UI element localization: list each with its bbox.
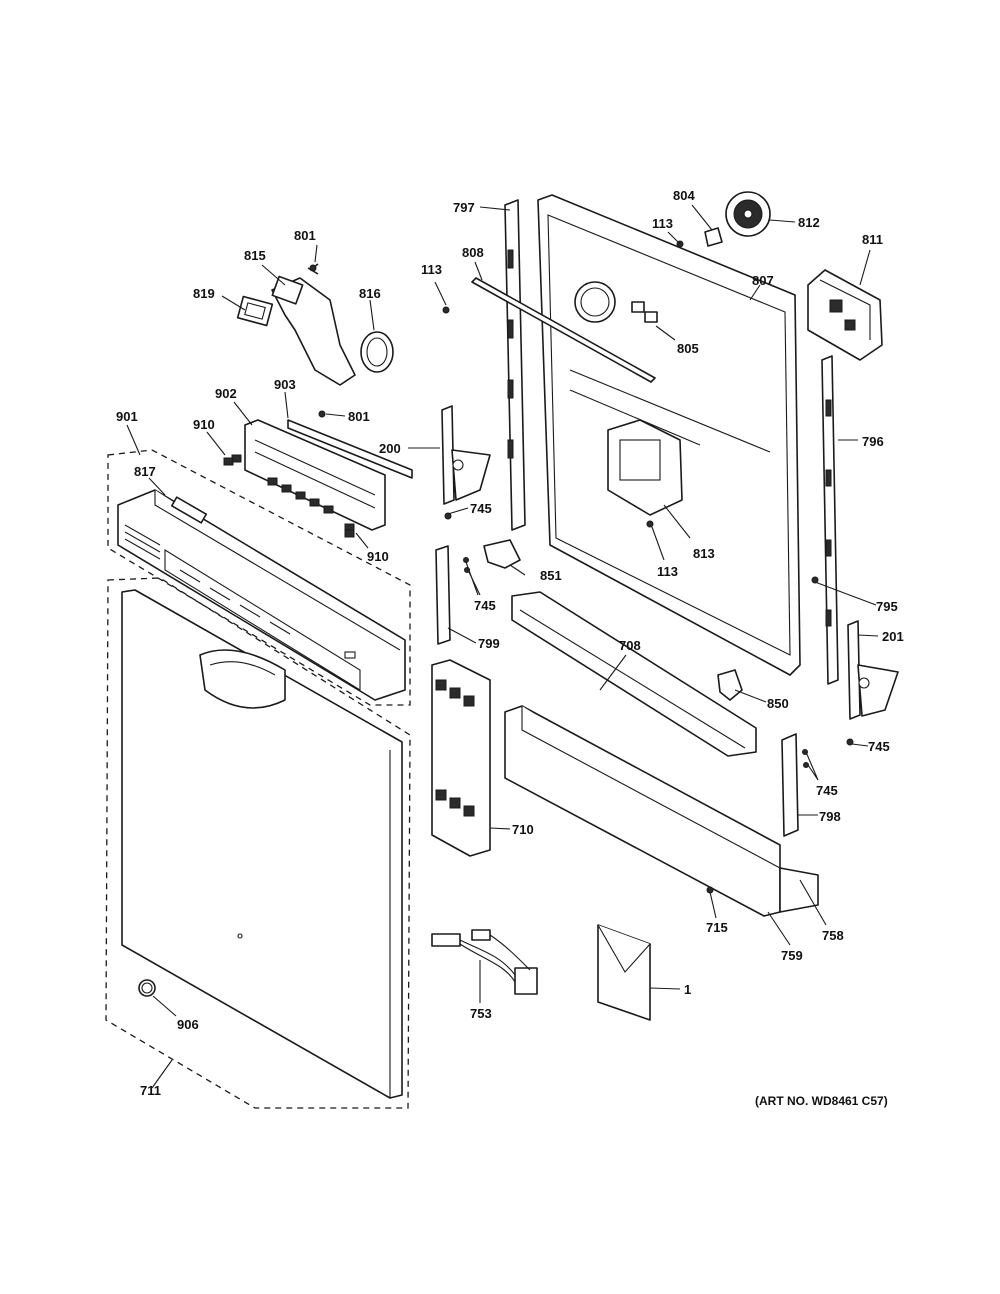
callout-745: 745 [868, 739, 890, 754]
callout-817: 817 [134, 464, 156, 479]
callout-796: 796 [862, 434, 884, 449]
callout-113: 113 [421, 262, 442, 277]
vent-rod [471, 277, 656, 383]
door-support-bar [511, 591, 757, 757]
outer-door-panel [121, 589, 403, 1099]
callout-816: 816 [359, 286, 381, 301]
callout-808: 808 [462, 245, 484, 260]
callout-leader-lines [126, 204, 879, 1089]
callout-711: 711 [140, 1083, 161, 1098]
toe-panel-insulation [779, 867, 819, 913]
callout-labels: 797 804 812 113 811 801 815 113 808 807 … [116, 188, 904, 1098]
control-panel-group-outline [107, 449, 411, 706]
callout-201: 201 [882, 629, 904, 644]
callout-813: 813 [693, 546, 715, 561]
door-insulation-block [431, 659, 491, 857]
callout-708: 708 [619, 638, 641, 653]
left-door-rail [504, 199, 526, 531]
door-latch-strike [483, 539, 521, 569]
left-hinge-bracket [441, 405, 491, 505]
right-door-rail [821, 355, 839, 685]
callout-745: 745 [816, 783, 838, 798]
callout-753: 753 [470, 1006, 492, 1021]
callout-902: 902 [215, 386, 237, 401]
callout-200: 200 [379, 441, 401, 456]
callout-812: 812 [798, 215, 820, 230]
callout-903: 903 [274, 377, 296, 392]
callout-807: 807 [752, 273, 774, 288]
callout-113: 113 [652, 216, 673, 231]
callout-910: 910 [193, 417, 215, 432]
screw-fasteners [223, 240, 854, 894]
door-latch [717, 669, 743, 701]
callout-804: 804 [673, 188, 695, 203]
control-board [231, 419, 386, 532]
callout-850: 850 [767, 696, 789, 711]
callout-910: 910 [367, 549, 389, 564]
left-side-bracket [435, 545, 451, 645]
fan-wheel [725, 191, 771, 237]
callout-759: 759 [781, 948, 803, 963]
callout-851: 851 [540, 568, 562, 583]
callout-1: 1 [684, 982, 691, 997]
vent-bracket [704, 227, 723, 247]
callout-799: 799 [478, 636, 500, 651]
callout-745: 745 [470, 501, 492, 516]
callout-906: 906 [177, 1017, 199, 1032]
control-board-bracket [287, 419, 413, 479]
callout-811: 811 [862, 232, 883, 247]
callout-798: 798 [819, 809, 841, 824]
callout-745: 745 [474, 598, 496, 613]
door-group-outline [105, 577, 411, 1109]
right-hinge-bracket [847, 620, 899, 720]
callout-710: 710 [512, 822, 534, 837]
callout-113: 113 [657, 564, 678, 579]
callout-805: 805 [677, 341, 699, 356]
callout-715: 715 [706, 920, 728, 935]
wire-harness [431, 929, 538, 995]
callout-795: 795 [876, 599, 898, 614]
callout-819: 819 [193, 286, 215, 301]
callout-797: 797 [453, 200, 475, 215]
inner-door-panel [537, 194, 801, 676]
callout-801: 801 [348, 409, 370, 424]
callout-801: 801 [294, 228, 316, 243]
callout-901: 901 [116, 409, 138, 424]
control-panel-fascia [117, 489, 406, 701]
callout-758: 758 [822, 928, 844, 943]
fan-motor-assembly [807, 269, 883, 361]
vent-assembly [236, 263, 394, 386]
callout-815: 815 [244, 248, 266, 263]
right-side-bracket [781, 733, 799, 837]
art-number-label: (ART NO. WD8461 C57) [755, 1094, 888, 1108]
